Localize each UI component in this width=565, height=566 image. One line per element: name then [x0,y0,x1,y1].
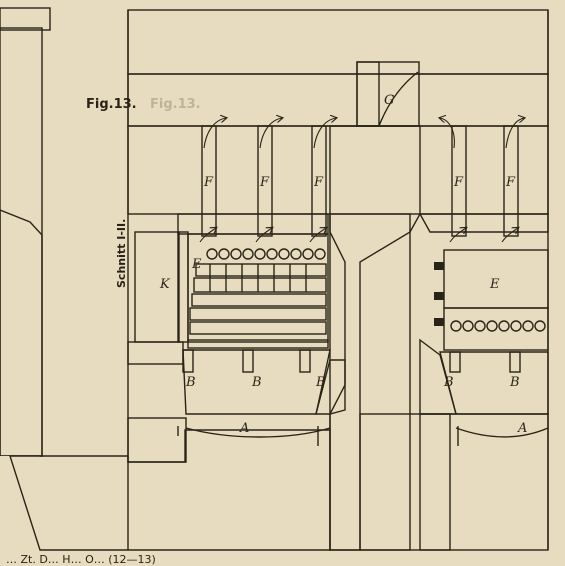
label-B-2: B [251,375,262,390]
label-G: G [384,93,394,108]
label-F-4: F [453,175,464,190]
footer-caption: … Zt. D… H… O… (12—13) [6,553,156,566]
label-B-5: B [509,375,520,390]
left-chamber [134,231,331,446]
figure-number: Fig.13. [86,97,137,112]
label-A-left: A [239,421,249,436]
label-B-4: B [443,375,454,390]
section-label: Schnitt I-II. [115,219,128,288]
furnace-masonry [9,125,549,551]
pot-row [206,248,326,260]
label-E-left: E [191,257,202,272]
label-K: K [159,277,171,292]
label-B-3: B [315,375,326,390]
label-F-2: F [259,175,270,190]
figure-number-ghost: Fig.13. [150,97,201,112]
label-F-1: F [203,175,214,190]
label-F-5: F [505,175,516,190]
flues [201,125,519,237]
label-E-right: E [489,277,500,292]
label-B-1: B [185,375,196,390]
label-A-right: A [517,421,527,436]
stacked-ware [189,263,327,335]
right-pot-row [450,320,546,332]
label-F-3: F [313,175,324,190]
